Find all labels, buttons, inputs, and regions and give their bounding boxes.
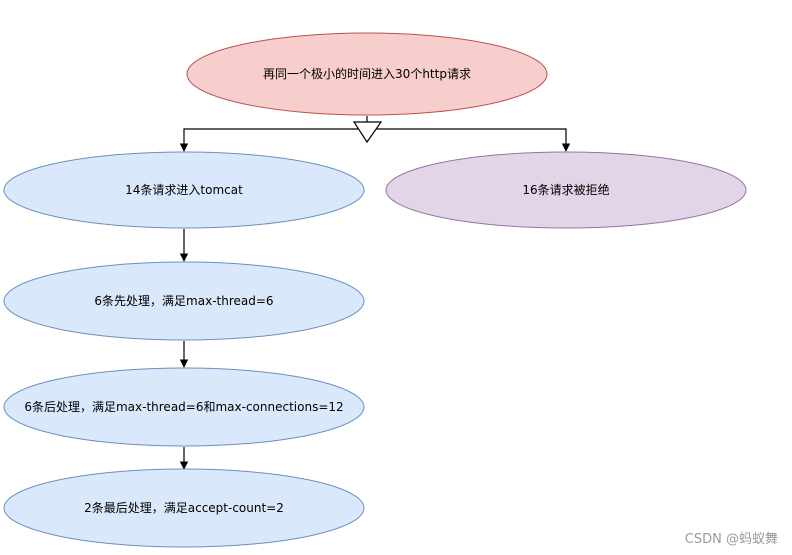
node-step2-shape xyxy=(3,367,365,447)
node-root: 再同一个极小的时间进入30个http请求 xyxy=(186,32,548,116)
node-rejected-shape xyxy=(385,151,747,229)
node-enter: 14条请求进入tomcat xyxy=(3,151,365,229)
node-step2: 6条后处理，满足max-thread=6和max-connections=12 xyxy=(3,367,365,447)
node-step3-shape xyxy=(3,468,365,548)
connector-to-rejected xyxy=(367,128,571,152)
node-step2-label: 6条后处理，满足max-thread=6和max-connections=12 xyxy=(24,400,343,414)
split-triangle-icon xyxy=(352,121,383,144)
node-enter-shape xyxy=(3,151,365,229)
node-enter-label: 14条请求进入tomcat xyxy=(125,183,243,197)
connector-to-enter xyxy=(179,128,367,152)
node-step3-label: 2条最后处理，满足accept-count=2 xyxy=(84,501,284,515)
node-root-shape xyxy=(186,32,548,116)
node-step1-shape xyxy=(3,261,365,341)
node-rejected: 16条请求被拒绝 xyxy=(385,151,747,229)
watermark: CSDN @蚂蚁舞 xyxy=(684,532,778,547)
connectors xyxy=(179,116,571,470)
node-step3: 2条最后处理，满足accept-count=2 xyxy=(3,468,365,548)
node-rejected-label: 16条请求被拒绝 xyxy=(522,182,609,197)
node-step1-label: 6条先处理，满足max-thread=6 xyxy=(94,294,273,308)
node-root-label: 再同一个极小的时间进入30个http请求 xyxy=(263,66,471,81)
node-step1: 6条先处理，满足max-thread=6 xyxy=(3,261,365,341)
